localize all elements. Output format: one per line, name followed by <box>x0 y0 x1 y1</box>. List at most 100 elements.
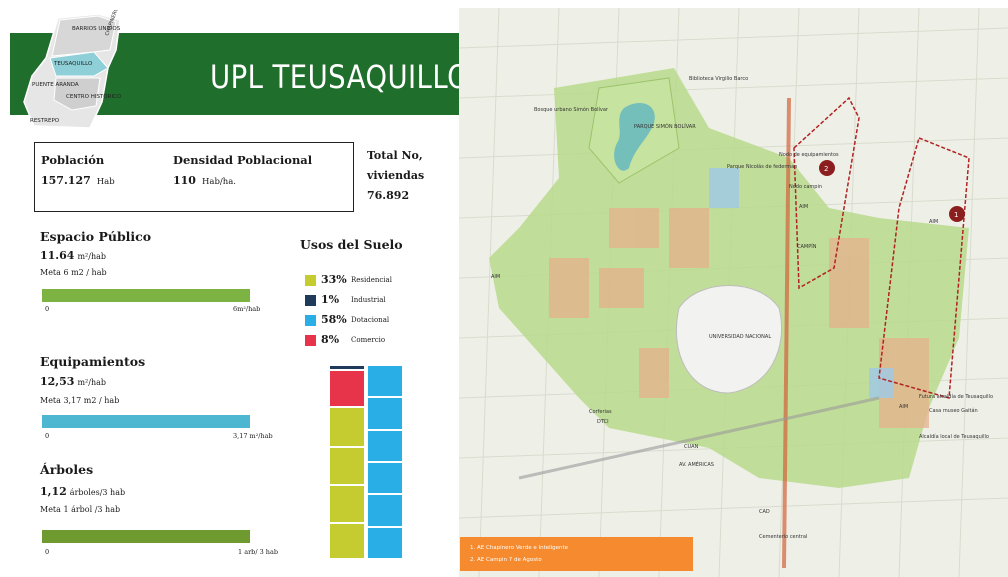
highway <box>782 97 791 569</box>
legend-name-residencial: Residencial <box>351 276 392 284</box>
label-aim-west: AIM <box>491 274 500 280</box>
universidad-nacional <box>675 285 783 394</box>
legend-pct-dotacional: 58% <box>321 313 347 326</box>
label-campin: CAMPÍN <box>797 243 817 250</box>
label-universidad: UNIVERSIDAD NACIONAL <box>709 334 771 340</box>
espacio-bar-min: 0 <box>45 305 50 313</box>
av-americas <box>518 396 880 480</box>
legend-name-comercio: Comercio <box>351 336 386 344</box>
dotacional-blocks <box>709 168 894 398</box>
ae-chapinero-boundary <box>878 136 970 399</box>
equipamientos-unit: m²/hab <box>77 378 106 387</box>
marker-1 <box>949 206 965 222</box>
label-dtci: DTCI <box>597 419 609 425</box>
page-title: UPL TEUSAQUILLO <box>210 58 470 96</box>
waffle-segment-comercio <box>330 370 364 406</box>
legend-pct-residencial: 33% <box>321 273 347 286</box>
arboles-bar <box>42 530 250 543</box>
espacio-number: 11.64 <box>40 249 75 262</box>
total-line-2: viviendas 76.892 <box>367 169 425 202</box>
espacio-bar <box>42 289 250 302</box>
label-corferias: Corferias <box>589 409 612 415</box>
map-legend-item-1: 1. AE Chapinero Verde e Inteligente <box>470 545 569 551</box>
lake <box>614 103 655 171</box>
equipamientos-number: 12,53 <box>40 375 75 388</box>
arboles-meta: Meta 1 árbol /3 hab <box>40 505 121 514</box>
upl-area <box>489 68 969 488</box>
espacio-unit: m²/hab <box>77 252 106 261</box>
waffle-segment-dotacional <box>368 495 402 526</box>
densidad-value: 110 Hab/ha. <box>173 174 236 187</box>
label-futura-alcaldia: Futura alcaldía de Teusaquillo <box>919 393 993 400</box>
label-aim-campin: AIM <box>799 204 808 210</box>
usos-suelo-title: Usos del Suelo <box>300 237 403 252</box>
ae-campin-boundary <box>793 96 860 290</box>
label-cad: CAD <box>759 509 770 515</box>
label-aim-east: AIM <box>929 219 938 225</box>
arboles-title: Árboles <box>40 462 94 477</box>
locator-top-area <box>51 15 117 57</box>
locator-label-barrios: BARRIOS UNIDOS <box>72 26 121 32</box>
equipamientos-bar-max: 3,17 m²/hab <box>233 432 273 440</box>
arboles-bar-min: 0 <box>45 548 50 556</box>
land-use-waffle-chart <box>330 366 404 560</box>
marker-2 <box>819 160 835 176</box>
poblacion-label: Población <box>41 153 105 167</box>
espacio-title: Espacio Público <box>40 229 152 244</box>
map-legend: 1. AE Chapinero Verde e Inteligente 2. A… <box>460 537 693 571</box>
locator-label-centro: CENTRO HISTÓRICO <box>66 93 122 100</box>
equipamientos-bar <box>42 415 250 428</box>
waffle-segment-dotacional <box>368 398 402 429</box>
label-biblioteca: Biblioteca Virgilio Barco <box>689 76 748 82</box>
label-cuan: CUAN <box>684 444 699 450</box>
total-viviendas: Total No, viviendas 76.892 <box>367 146 467 206</box>
map-legend-item-2: 2. AE Campin 7 de Agosto <box>470 557 542 563</box>
espacio-meta: Meta 6 m2 / hab <box>40 268 107 277</box>
label-alcaldia-local: Alcaldía local de Teusaquillo <box>919 433 989 440</box>
legend-swatch-industrial <box>305 295 316 306</box>
label-bosque: Bosque urbano Simón Bolívar <box>534 106 609 113</box>
upl-map: 2 1 Bosque urbano Simón Bolívar Bibliote… <box>458 7 1008 577</box>
locator-lower-area <box>53 77 101 111</box>
densidad-number: 110 <box>173 174 196 187</box>
locator-label-teusaquillo: TEUSAQUILLO <box>53 61 93 67</box>
legend-pct-comercio: 8% <box>321 333 340 346</box>
marker-1-label: 1 <box>954 211 958 219</box>
equipamientos-meta: Meta 3,17 m2 / hab <box>40 396 120 405</box>
label-cementerio: Cementerio central <box>759 534 807 540</box>
total-line-1: Total No, <box>367 149 423 162</box>
label-aim-south: AIM <box>899 404 908 410</box>
map-canvas: 2 1 Bosque urbano Simón Bolívar Bibliote… <box>458 7 1008 577</box>
waffle-gridline <box>330 521 364 524</box>
legend-swatch-comercio <box>305 335 316 346</box>
waffle-segment-industrial <box>330 366 364 369</box>
densidad-label: Densidad Poblacional <box>173 153 313 167</box>
waffle-segment-residencial <box>330 407 364 558</box>
locator-map: BARRIOS UNIDOS CHAPINERO TEUSAQUILLO PUE… <box>23 10 122 129</box>
equipamientos-title: Equipamientos <box>40 354 146 369</box>
label-parque-nicolas: Parque Nicolás de federman <box>727 163 797 170</box>
densidad-unit: Hab/ha. <box>201 177 236 187</box>
legend-name-dotacional: Dotacional <box>351 316 390 324</box>
espacio-bar-max: 6m²/hab <box>233 305 261 313</box>
arboles-unit: árboles/3 hab <box>69 488 126 497</box>
poblacion-value: 157.127 Hab <box>41 174 115 187</box>
label-nodo-equipamientos: Nodo de equipamientos <box>779 152 839 158</box>
label-av-americas: AV. AMÉRICAS <box>679 460 714 468</box>
poblacion-unit: Hab <box>96 177 115 187</box>
poblacion-number: 157.127 <box>41 174 91 187</box>
legend-swatch-residencial <box>305 275 316 286</box>
arboles-bar-max: 1 arb/ 3 hab <box>238 548 279 556</box>
waffle-segment-dotacional <box>368 430 402 461</box>
residential-blocks <box>549 208 929 428</box>
waffle-gridline <box>330 445 364 448</box>
arboles-number: 1,12 <box>40 485 67 498</box>
label-nodo-campin: Nodo campin <box>789 184 822 190</box>
equipamientos-bar-min: 0 <box>45 432 50 440</box>
label-parque-simon: PARQUE SIMÓN BOLÍVAR <box>634 123 696 130</box>
stats-box: Población 157.127 Hab Densidad Poblaciona… <box>34 142 354 212</box>
legend-name-industrial: Industrial <box>351 296 386 304</box>
